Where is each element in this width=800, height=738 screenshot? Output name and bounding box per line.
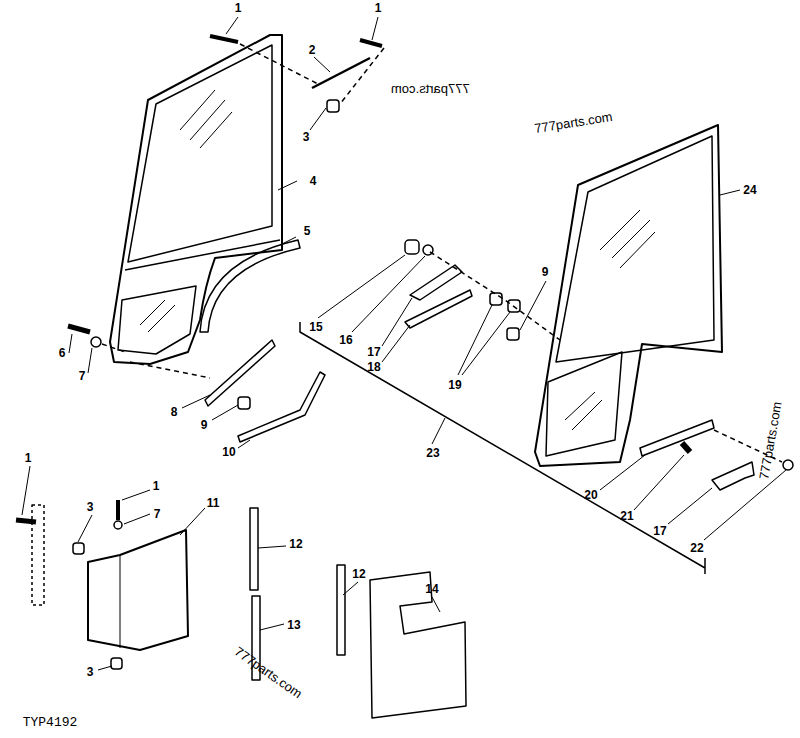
left-door <box>110 35 282 364</box>
callout-number: 8 <box>171 406 178 418</box>
callout-number: 12 <box>352 568 365 580</box>
callout-number: 1 <box>235 2 242 14</box>
bolt <box>682 443 690 452</box>
right-door <box>535 125 722 466</box>
callout-number: 21 <box>620 510 633 522</box>
dash-line <box>240 44 384 104</box>
callout-number: 17 <box>653 525 666 537</box>
callout-number: 11 <box>207 497 220 509</box>
panel <box>88 530 188 650</box>
nut <box>327 100 339 112</box>
washer <box>91 337 101 347</box>
callout-number: 9 <box>542 266 549 278</box>
callout-number: 16 <box>339 334 352 346</box>
callout-number: 7 <box>79 370 86 382</box>
nut <box>111 658 122 669</box>
callout-number: 15 <box>309 321 322 333</box>
callout-number: 7 <box>154 508 161 520</box>
washer <box>114 521 122 529</box>
callout-number: 14 <box>425 583 438 595</box>
callout-number: 24 <box>743 184 756 196</box>
watermark: 777parts.com <box>533 109 613 134</box>
callout-number: 23 <box>426 447 439 459</box>
weather-strip <box>200 240 300 332</box>
drawing-code: TYP4192 <box>23 716 78 729</box>
callout-number: 1 <box>375 2 382 14</box>
callout-number: 1 <box>153 480 160 492</box>
nut <box>238 397 250 409</box>
callout-number: 6 <box>59 347 66 359</box>
callout-number: 12 <box>289 538 302 550</box>
plate <box>405 290 472 328</box>
bolt <box>116 500 120 520</box>
bracket-line <box>300 322 705 574</box>
watermark: 777parts.com <box>757 400 783 480</box>
callout-number: 19 <box>448 379 461 391</box>
bolt <box>68 326 90 332</box>
watermark: 777parts.com <box>232 644 304 700</box>
leader-lines <box>22 17 786 670</box>
strip <box>337 565 345 655</box>
callout-number: 10 <box>222 446 235 458</box>
bracket <box>410 265 462 300</box>
callout-number: 4 <box>310 175 317 187</box>
nut <box>405 240 419 254</box>
spacer <box>490 293 502 305</box>
callout-number: 17 <box>367 346 380 358</box>
bolt <box>210 36 382 46</box>
panel <box>370 572 466 718</box>
callout-number: 5 <box>304 225 311 237</box>
plate <box>640 420 714 456</box>
callout-number: 9 <box>201 419 208 431</box>
callout-number: 22 <box>690 542 703 554</box>
callout-number: 1 <box>25 452 32 464</box>
callout-number: 2 <box>309 44 316 56</box>
callout-number: 13 <box>287 619 300 631</box>
callout-number: 20 <box>584 489 597 501</box>
strip <box>205 340 275 406</box>
bolt <box>16 520 36 522</box>
nut <box>507 328 519 340</box>
callout-number: 3 <box>87 666 94 678</box>
callout-number: 3 <box>303 131 310 143</box>
watermark: 777parts.com <box>391 82 470 95</box>
callout-number: 18 <box>367 361 380 373</box>
nut <box>73 543 84 554</box>
strip <box>250 508 258 590</box>
callout-number: 3 <box>87 501 94 513</box>
bolt <box>783 460 793 470</box>
strip <box>238 372 325 442</box>
bracket <box>712 462 754 490</box>
hinge-pin <box>312 58 370 88</box>
